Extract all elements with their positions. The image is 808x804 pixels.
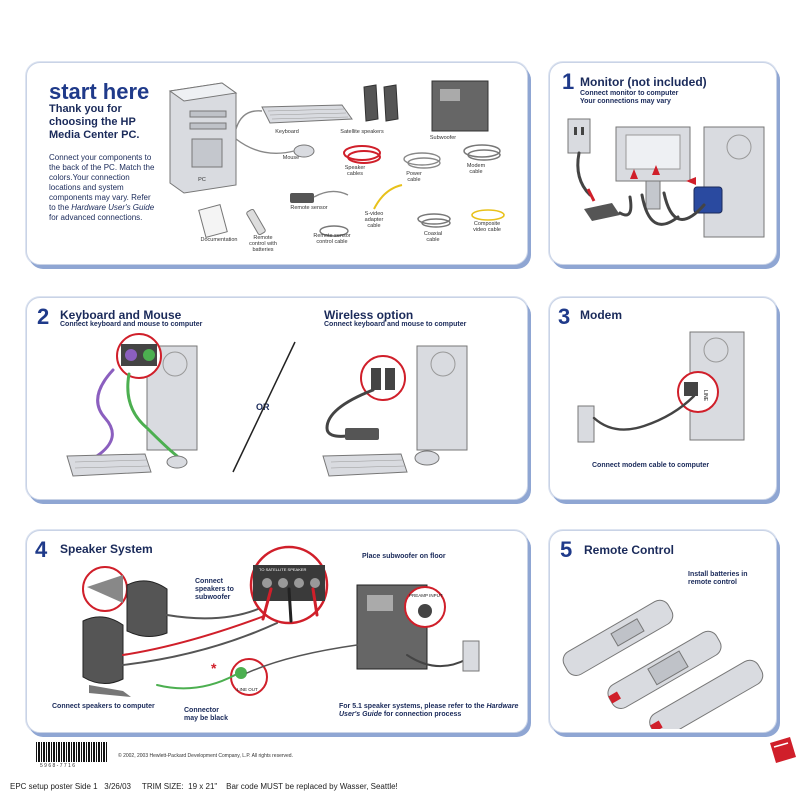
modem-caption: Connect modem cable to computer — [592, 462, 710, 469]
label-speaker-cables: Speaker cables — [344, 165, 366, 177]
step-number-4: 4 — [35, 537, 48, 562]
subwoofer-icon — [431, 80, 489, 132]
speaker-note-italic: Hardware User's Guide — [339, 703, 519, 718]
label-power: Power cable — [406, 171, 422, 183]
corner-red-icon — [770, 737, 796, 763]
monitor-illustration — [567, 118, 765, 238]
preamp-label: PREAMP INPUT — [409, 593, 443, 598]
start-body: Connect your components to the back of t… — [49, 153, 157, 223]
step-number-5: 5 — [560, 537, 573, 562]
label-svideo: S-video adapter cable — [364, 211, 384, 229]
phone-jack-icon — [577, 405, 595, 443]
speaker-cables-icon — [343, 145, 381, 164]
keyboard-mouse-panel: 2 Keyboard and Mouse Connect keyboard an… — [26, 297, 528, 500]
label-modem: Modem cable — [466, 163, 486, 175]
composite-cable-icon — [471, 209, 505, 221]
satellite-speaker-icon — [363, 84, 379, 122]
start-body-italic: Hardware User's Guide — [71, 203, 155, 212]
step-number-3: 3 — [558, 304, 571, 329]
speaker-connect-pc: Connect speakers to computer — [52, 703, 155, 710]
wall-outlet-icon — [567, 118, 591, 154]
monitor-sub-1: Connect monitor to computer — [580, 90, 679, 97]
label-keyboard: Keyboard — [275, 129, 299, 135]
speaker-note: For 5.1 speaker systems, please refer to… — [339, 703, 519, 719]
keyboard-mouse-title: Keyboard and Mouse — [60, 308, 182, 322]
footer-info: EPC setup poster Side 1 3/26/03 TRIM SIZ… — [10, 782, 398, 791]
label-composite: Composite video cable — [473, 221, 501, 233]
speaker-panel: 4 Speaker System Connect speakers to sub… — [26, 530, 528, 733]
satellite-speaker-left-icon — [82, 616, 124, 684]
speaker-connect-sub: Connect speakers to subwoofer — [195, 578, 234, 601]
monitor-title: Monitor (not included) — [580, 75, 707, 89]
connector-asterisk: * — [211, 660, 217, 676]
sensor-cable-icon — [319, 225, 349, 237]
keyboard-mouse-sub: Connect keyboard and mouse to computer — [60, 321, 203, 328]
wired-mouse-icon — [166, 455, 188, 469]
start-here-title: start here — [49, 79, 150, 104]
remote-3-icon — [649, 659, 764, 729]
remote-sensor-icon — [290, 193, 314, 203]
remote-title: Remote Control — [584, 543, 674, 557]
monitor-sub-2: Your connections may vary — [580, 98, 671, 105]
label-remote-sensor: Remote sensor — [290, 205, 328, 211]
satellite-speaker-right-icon — [126, 580, 168, 637]
barcode-text: 5 9 6 8 - 7 7 1 6 — [40, 763, 76, 769]
power-cable-icon — [403, 152, 441, 169]
pc-tower-icon — [703, 126, 765, 238]
wireless-title: Wireless option — [324, 308, 414, 322]
modem-title: Modem — [580, 308, 622, 322]
label-satellite: Satellite speakers — [340, 129, 384, 135]
modem-panel: 3 Modem LINE Connect modem cable to comp… — [549, 297, 777, 500]
power-adapter-icon — [584, 203, 620, 221]
wall-outlet-icon — [462, 640, 480, 672]
label-mouse: Mouse — [282, 155, 300, 161]
start-body-text: Connect your components to the back of t… — [49, 153, 155, 212]
connector-note: Connector may be black — [184, 707, 228, 722]
start-body-end: for advanced connections. — [49, 213, 143, 222]
modem-illustration: LINE — [577, 331, 745, 443]
wired-keyboard-icon — [66, 453, 152, 477]
svideo-cable-icon — [373, 184, 403, 210]
label-coaxial: Coaxial cable — [423, 231, 443, 243]
or-label: OR — [256, 402, 270, 412]
start-here-panel: start here Thank you for choosing the HP… — [26, 62, 528, 265]
wireless-sub: Connect keyboard and mouse to computer — [324, 321, 467, 328]
label-documentation: Documentation — [200, 237, 238, 243]
copyright: © 2002, 2003 Hewlett-Packard Development… — [118, 753, 293, 759]
or-divider — [232, 341, 296, 473]
line-port-label: LINE — [702, 390, 708, 402]
line-out-label: LINE OUT — [237, 687, 258, 692]
remote-panel: 5 Remote Control Install batteries in re… — [549, 530, 777, 733]
speaker-place-sub: Place subwoofer on floor — [362, 553, 446, 560]
speaker-illustration: TO SATELLITE SPEAKER PREAMP INPUT LINE O… — [82, 545, 480, 697]
speaker-title: Speaker System — [60, 542, 153, 556]
documentation-icon — [198, 204, 228, 238]
step-number-1: 1 — [562, 69, 575, 94]
remote-illustration — [562, 599, 764, 729]
barcode — [36, 742, 108, 762]
wireless-keyboard-icon — [322, 453, 408, 477]
speaker-note-2: for connection process — [381, 711, 462, 718]
label-subwoofer: Subwoofer — [429, 135, 457, 141]
coaxial-cable-icon — [417, 213, 451, 228]
step-number-2: 2 — [37, 304, 50, 329]
remote-icon — [246, 208, 266, 236]
label-remote: Remote control with batteries — [249, 235, 277, 253]
start-heading: Thank you for choosing the HP Media Cent… — [49, 103, 140, 141]
monitor-panel: 1 Monitor (not included) Connect monitor… — [549, 62, 777, 265]
to-satellite-label: TO SATELLITE SPEAKER — [259, 567, 307, 572]
label-pc: PC — [198, 177, 206, 183]
keyboard-mouse-illustration — [66, 333, 468, 477]
modem-cable-icon — [463, 144, 501, 161]
label-sensor-cable: Remote sensor control cable — [313, 233, 351, 245]
wireless-receiver-icon — [345, 428, 379, 440]
speaker-note-1: For 5.1 speaker systems, please refer to… — [339, 703, 485, 710]
wireless-mouse-icon — [414, 450, 440, 466]
components-illustration — [168, 80, 505, 238]
remote-sub: Install batteries in remote control — [688, 571, 748, 586]
